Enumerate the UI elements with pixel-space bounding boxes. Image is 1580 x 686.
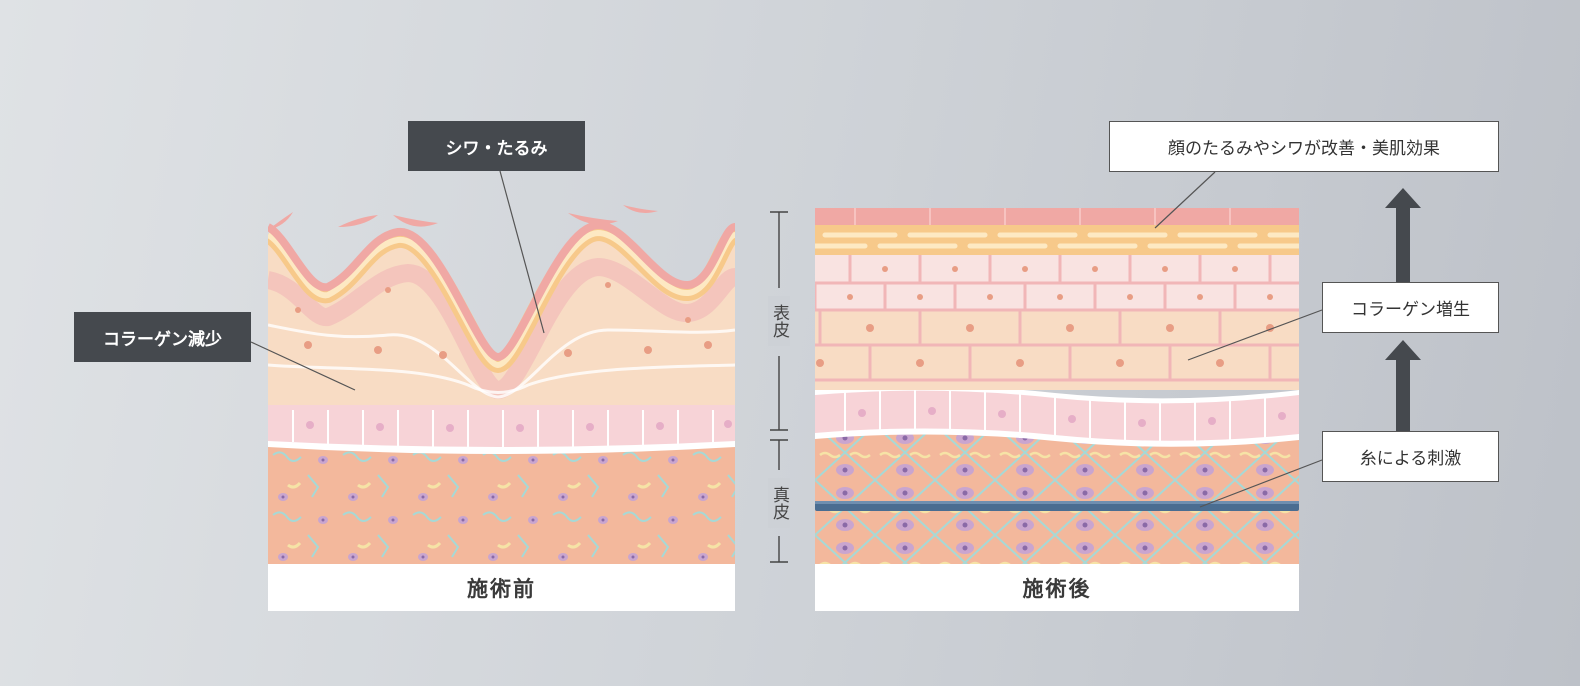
collagen-decrease-label: コラーゲン減少 [74, 312, 251, 362]
before-skin-illustration [268, 205, 735, 565]
upward-arrow-top [1385, 188, 1421, 282]
improvement-label: 顔のたるみやシワが改善・美肌効果 [1109, 121, 1499, 172]
before-caption: 施術前 [268, 564, 735, 611]
thread-stimulus-label: 糸による刺激 [1322, 431, 1499, 482]
after-caption: 施術後 [815, 564, 1299, 611]
upward-arrow-bottom [1385, 340, 1421, 431]
dermis-layer [815, 433, 1299, 565]
wrinkles-label: シワ・たるみ [408, 121, 585, 171]
dermis-label: 真皮 [768, 478, 790, 528]
skin-surface [815, 208, 1299, 225]
epidermis-label: 表皮 [768, 296, 790, 346]
collagen-growth-label: コラーゲン増生 [1322, 282, 1499, 333]
dermis-layer [268, 435, 735, 565]
after-skin-illustration [815, 208, 1299, 565]
